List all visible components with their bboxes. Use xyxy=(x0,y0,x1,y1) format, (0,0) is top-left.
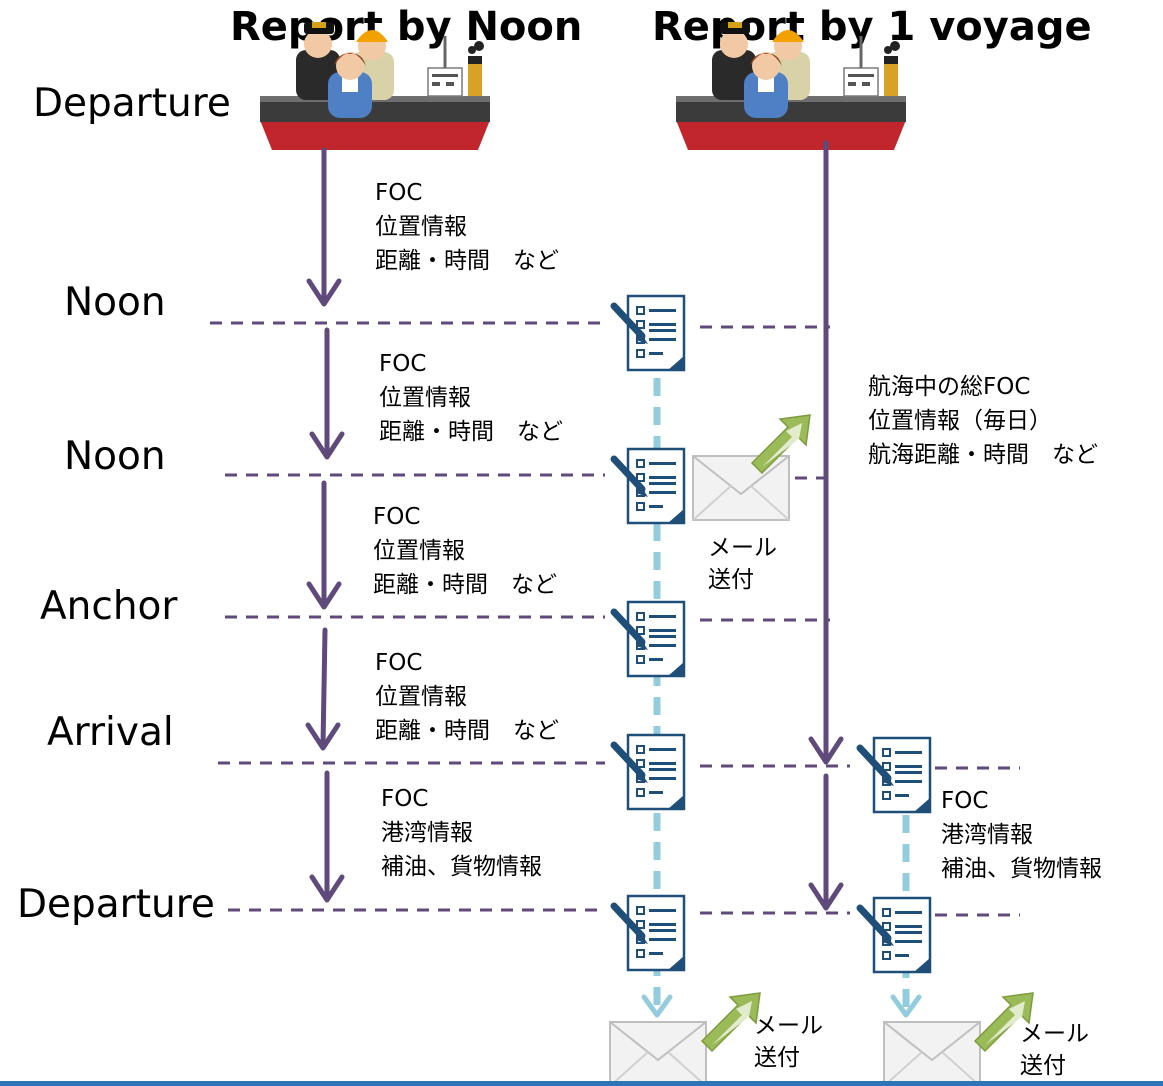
note-line: 補油、貨物情報 xyxy=(381,854,542,880)
report-document-icon xyxy=(860,898,930,972)
note-line: FOC xyxy=(381,786,429,812)
report-document-icon xyxy=(614,896,684,970)
report-document-icon xyxy=(614,602,684,676)
note-line: 位置情報 xyxy=(375,684,467,710)
flow-arrowhead xyxy=(309,431,345,460)
flow-arrowhead xyxy=(890,994,922,1018)
flow-arrowhead xyxy=(641,994,673,1018)
note-line: 距離・時間 など xyxy=(373,572,557,598)
note-line: 位置情報 xyxy=(375,214,467,240)
send-arrow-icon xyxy=(701,992,761,1052)
note-line: 距離・時間 など xyxy=(375,718,559,744)
noon-note-3: FOC 位置情報 距離・時間 など xyxy=(373,500,557,602)
note-line: FOC xyxy=(379,351,427,377)
note-line: 位置情報 xyxy=(379,385,471,411)
noon-note-5: FOC 港湾情報 補油、貨物情報 xyxy=(381,782,542,884)
note-line: 位置情報 xyxy=(373,538,465,564)
note-line: 港湾情報 xyxy=(941,822,1033,848)
note-line: FOC xyxy=(373,504,421,530)
bottom-rule xyxy=(0,1081,1163,1086)
send-arrow-icon xyxy=(974,992,1034,1052)
stage-dividers xyxy=(210,321,1020,917)
flow-arrowhead xyxy=(808,882,844,911)
noon-note-4: FOC 位置情報 距離・時間 など xyxy=(375,646,559,748)
flow-arrow xyxy=(320,627,328,749)
flow-arrowhead xyxy=(808,736,844,765)
report-document-icon xyxy=(614,449,684,523)
ship-with-crew-icon xyxy=(674,20,908,152)
report-document-icon xyxy=(860,738,930,812)
mail-label-line: メール xyxy=(754,1013,823,1039)
report-document-icon xyxy=(614,735,684,809)
mail-label-line: メール xyxy=(708,535,777,561)
stage-label-anchor: Anchor xyxy=(40,584,178,629)
stage-label-departure-2: Departure xyxy=(17,882,215,927)
mail-label-bottom-left: メール 送付 xyxy=(754,1010,823,1074)
envelope-icon xyxy=(692,455,790,521)
note-line: 航海中の総FOC xyxy=(868,374,1031,400)
note-line: 補油、貨物情報 xyxy=(941,856,1102,882)
report-flow-arrowheads xyxy=(641,994,922,1018)
stage-label-noon-1: Noon xyxy=(64,280,166,325)
note-line: 距離・時間 など xyxy=(379,419,563,445)
envelope-icon xyxy=(883,1021,981,1086)
note-line: 港湾情報 xyxy=(381,820,473,846)
mail-label-bottom-right: メール 送付 xyxy=(1020,1018,1089,1082)
note-line: 位置情報（毎日） xyxy=(868,408,1052,434)
voyage-note-during: 航海中の総FOC 位置情報（毎日） 航海距離・時間 など xyxy=(868,370,1098,472)
mail-label-middle: メール 送付 xyxy=(708,532,777,596)
stage-label-arrival: Arrival xyxy=(47,710,174,755)
note-line: FOC xyxy=(375,180,423,206)
mail-label-line: 送付 xyxy=(1020,1053,1066,1079)
noon-note-1: FOC 位置情報 距離・時間 など xyxy=(375,176,559,278)
report-document-icon xyxy=(614,296,684,370)
stage-label-departure: Departure xyxy=(33,81,231,126)
flow-arrowhead xyxy=(305,722,341,751)
mail-label-line: 送付 xyxy=(754,1045,800,1071)
header-report-by-noon: Report by Noon xyxy=(230,4,583,50)
noon-flow-arrows xyxy=(305,147,345,903)
note-line: FOC xyxy=(375,650,423,676)
voyage-flow-arrows xyxy=(808,140,844,911)
envelope-icon xyxy=(609,1021,707,1086)
note-line: 航海距離・時間 など xyxy=(868,442,1098,468)
flow-arrowhead xyxy=(309,874,345,903)
flow-arrowhead xyxy=(306,278,342,307)
mail-label-line: メール xyxy=(1020,1021,1089,1047)
mail-label-line: 送付 xyxy=(708,567,754,593)
voyage-note-port: FOC 港湾情報 補油、貨物情報 xyxy=(941,784,1102,886)
stage-label-noon-2: Noon xyxy=(64,434,166,479)
ship-with-crew-icon xyxy=(258,20,492,152)
flow-arrowhead xyxy=(306,581,342,610)
note-line: 距離・時間 など xyxy=(375,248,559,274)
note-line: FOC xyxy=(941,788,989,814)
noon-note-2: FOC 位置情報 距離・時間 など xyxy=(379,347,563,449)
